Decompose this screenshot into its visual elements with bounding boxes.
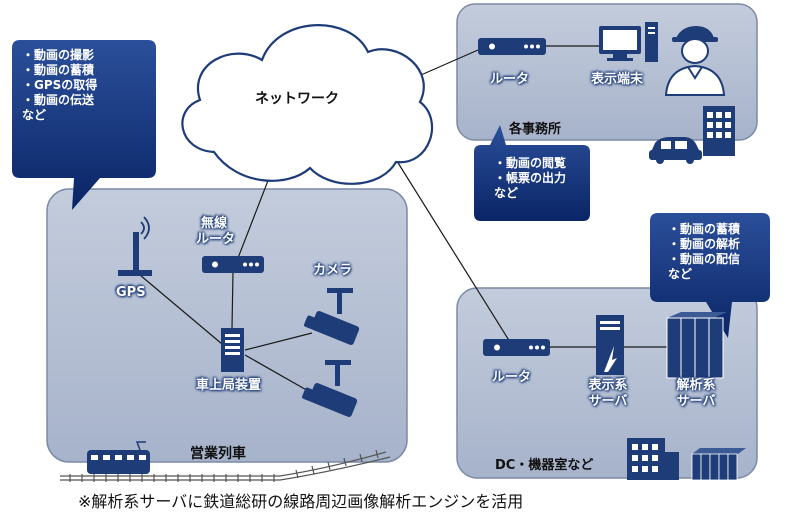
- camera-label: カメラ: [313, 263, 353, 278]
- dc-router-label: ルータ: [492, 370, 532, 385]
- wireless-router-label: 無線 ルータ: [196, 216, 236, 248]
- display-terminal-icon: [599, 22, 658, 62]
- dc-building-icon: [627, 438, 679, 480]
- railway-track: [60, 449, 391, 482]
- train-icon: [87, 441, 150, 474]
- display-server-label-line: サーバ: [588, 394, 628, 409]
- train-bubble-item: ・動画の蓄積: [22, 63, 95, 77]
- analysis-server-label: 解析系 サーバ: [666, 378, 726, 410]
- dc-bubble-item: ・動画の配信: [668, 252, 741, 266]
- network-cloud: [181, 24, 434, 185]
- display-server-label: 表示系 サーバ: [578, 378, 638, 410]
- office-bubble-item: など: [494, 186, 519, 200]
- office-router-label: ルータ: [490, 72, 530, 87]
- cloud-label: ネットワーク: [255, 91, 339, 107]
- office-router-icon: [478, 38, 546, 55]
- analysis-server-icon: [666, 312, 727, 379]
- footnote-caption: ※解析系サーバに鉄道総研の線路周辺画像解析エンジンを活用: [78, 492, 524, 511]
- onboard-device-label: 車上局装置: [196, 378, 262, 393]
- wireless-router-label-line: 無線: [200, 216, 227, 231]
- dc-bubble-item: など: [668, 267, 693, 281]
- train-bubble-item: など: [22, 108, 47, 122]
- onboard-device-icon: [221, 328, 244, 372]
- train-title: 営業列車: [190, 446, 246, 462]
- office-bubble-text: ・動画の閲覧 ・帳票の出力 など: [494, 156, 566, 201]
- dc-bubble-item: ・動画の蓄積: [668, 222, 741, 236]
- office-bubble-item: ・帳票の出力: [494, 171, 567, 185]
- analysis-server-label-line: サーバ: [676, 394, 716, 409]
- office-building-icon: [703, 106, 735, 156]
- train-bubble-item: ・動画の撮影: [22, 48, 95, 62]
- display-server-icon: [596, 315, 624, 375]
- dc-bubble-text: ・動画の蓄積 ・動画の解析 ・動画の配信 など: [668, 222, 740, 282]
- gps-icon: [118, 216, 152, 276]
- dc-router-icon: [483, 339, 550, 356]
- gps-label: GPS: [116, 285, 146, 300]
- camera-icon-1: [304, 288, 360, 345]
- dc-title: DC・機器室など: [495, 458, 594, 473]
- car-icon: [649, 137, 702, 164]
- train-bubble-text: ・動画の撮影 ・動画の蓄積 ・GPSの取得 ・動画の伝送 など: [22, 48, 97, 123]
- camera-icon-2: [302, 360, 358, 417]
- display-terminal-label: 表示端末: [591, 72, 644, 87]
- display-server-label-line: 表示系: [588, 378, 628, 393]
- train-bubble: [12, 40, 156, 210]
- office-bubble-item: ・動画の閲覧: [494, 156, 567, 170]
- wireless-router-icon: [202, 256, 264, 273]
- server-racks-icon: [691, 448, 746, 481]
- dc-bubble-item: ・動画の解析: [668, 237, 741, 251]
- train-bubble-item: ・動画の伝送: [22, 93, 95, 107]
- office-title: 各事務所: [509, 122, 562, 137]
- wireless-router-label-line: ルータ: [196, 232, 236, 247]
- dc-bubble: [650, 213, 770, 338]
- analysis-server-label-line: 解析系: [676, 378, 716, 393]
- office-bubble: [474, 125, 590, 221]
- train-bubble-item: ・GPSの取得: [22, 78, 98, 92]
- person-icon: [664, 26, 726, 96]
